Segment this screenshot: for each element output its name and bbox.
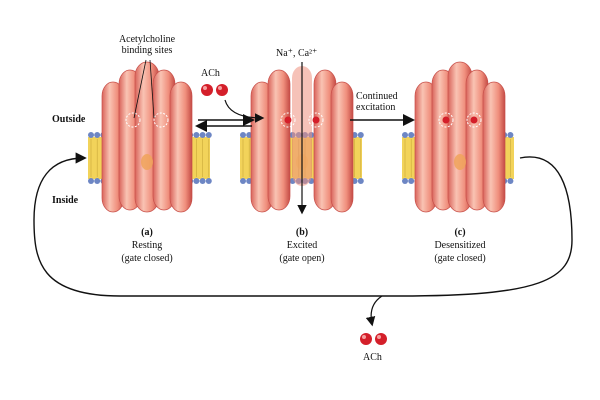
binding-sites-label-line2: binding sites: [121, 45, 173, 56]
state-a-letter: (a): [141, 227, 153, 238]
state-a-name: Resting: [131, 240, 163, 251]
bound-ach: [312, 116, 320, 124]
state-c-gate: (gate closed): [434, 253, 486, 264]
binding-site: [308, 112, 324, 128]
channel-b: [250, 66, 354, 213]
channel-a: [101, 61, 193, 213]
bound-ach: [442, 116, 450, 124]
channel-c: [414, 61, 506, 213]
gate-region: [141, 154, 153, 170]
ach-binding-arrow: [224, 99, 265, 123]
binding-site: [280, 112, 296, 128]
binding-site: [125, 112, 141, 128]
ions-label: Na⁺, Ca²⁺: [276, 48, 318, 59]
ach-top-label: ACh: [201, 68, 220, 79]
state-b-name: Excited: [286, 240, 318, 251]
ach-molecule-bottom: [360, 333, 387, 345]
binding-site: [438, 112, 454, 128]
binding-site-pointer-2: [149, 59, 155, 119]
channel-subunit: [482, 81, 506, 213]
recovery-loop: [33, 152, 573, 297]
ach-molecule-top: [201, 84, 228, 96]
channel-subunit: [169, 81, 193, 213]
channel-subunit: [267, 69, 291, 211]
gate-region: [454, 154, 466, 170]
inside-label: Inside: [52, 195, 79, 206]
ach-release-arrow: [365, 295, 383, 327]
binding-site: [466, 112, 482, 128]
continued-label-line2: excitation: [356, 102, 396, 113]
binding-sites-label-line1: Acetylcholine: [118, 34, 176, 45]
binding-site: [153, 112, 169, 128]
continued-label-line1: Continued: [356, 91, 398, 102]
bound-ach: [284, 116, 292, 124]
state-c-letter: (c): [454, 227, 466, 238]
state-c-name: Desensitized: [434, 240, 486, 251]
ach-bottom-label: ACh: [363, 352, 382, 363]
state-a-gate: (gate closed): [121, 253, 173, 264]
binding-site-pointer-1: [133, 59, 147, 119]
bound-ach: [470, 116, 478, 124]
outside-label: Outside: [52, 114, 86, 125]
channel-subunit: [330, 81, 354, 213]
state-b-letter: (b): [295, 227, 309, 238]
state-b-gate: (gate open): [279, 253, 325, 264]
